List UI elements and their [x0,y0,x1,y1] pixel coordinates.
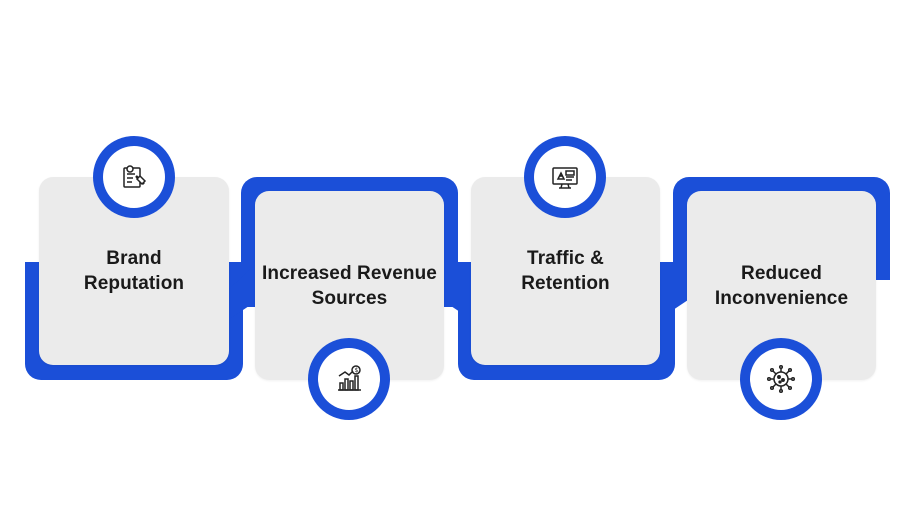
step-4-title: Reduced Inconvenience [714,262,849,309]
connector-3-4 [658,262,688,320]
reputation-report-icon [123,165,147,188]
traffic-monitor-icon [552,167,578,189]
step-4-badge [740,338,822,420]
connector-1-2 [228,262,258,320]
step-1-title: Brand Reputation [83,248,185,294]
connector-2-3 [442,262,472,320]
svg-text:$: $ [355,367,359,374]
step-1-badge [93,136,175,218]
step-3-title: Traffic & Retention [521,248,610,294]
step-2-badge: $ [308,338,390,420]
step-2-title: Increased Revenue Sources [262,262,437,309]
revenue-growth-icon: $ [338,365,361,391]
virus-icon [766,364,796,394]
step-3-badge [524,136,606,218]
